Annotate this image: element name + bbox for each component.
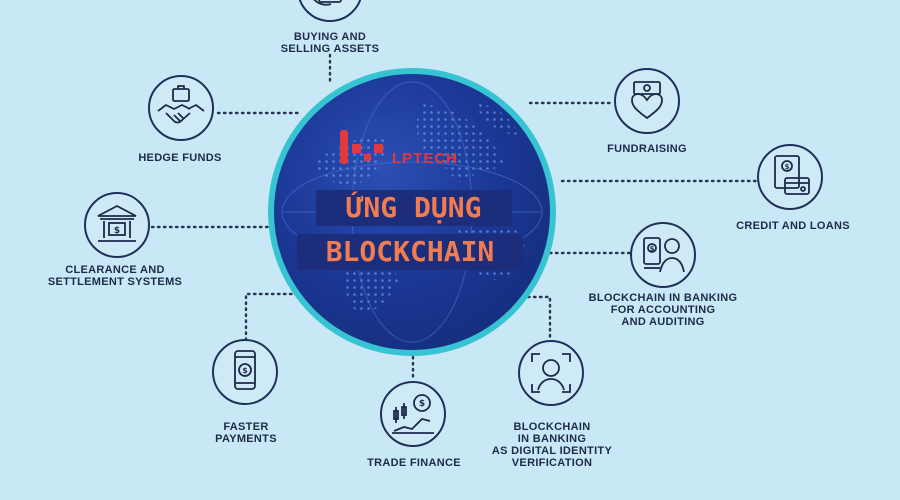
trading-chart-icon: $ [392, 394, 434, 434]
node-accounting: $ [630, 222, 696, 288]
node-buying-assets [297, 0, 363, 22]
node-trade-finance: $ [380, 381, 446, 447]
handshake-icon [157, 85, 205, 124]
bank-building-icon: $ [97, 204, 137, 242]
node-digital-identity [518, 340, 584, 406]
node-fundraising [614, 68, 680, 134]
label-digital-identity: BLOCKCHAIN IN BANKING AS DIGITAL IDENTIT… [491, 421, 613, 469]
svg-text:$: $ [785, 163, 790, 171]
label-hedge-funds: HEDGE FUNDS [138, 152, 222, 164]
face-scan-icon [531, 353, 571, 393]
svg-text:$: $ [114, 226, 120, 236]
label-trade-finance: TRADE FINANCE [367, 457, 461, 469]
label-fundraising: FUNDRAISING [607, 143, 687, 155]
lptech-logo-mark [340, 130, 383, 164]
label-faster-payments: FASTER PAYMENTS [215, 421, 277, 445]
accountant-icon: $ [643, 237, 685, 273]
title-line-1: ỨNG DỤNG [316, 190, 512, 226]
payment-document-icon [313, 0, 342, 6]
money-heart-icon [631, 81, 663, 120]
label-buying-assets: BUYING AND SELLING ASSETS [280, 31, 380, 55]
svg-text:$: $ [650, 245, 655, 253]
title-line-2: BLOCKCHAIN [297, 234, 523, 270]
credit-card-document-icon: $ [774, 155, 810, 195]
lptech-logo-text: LPTECH [392, 150, 458, 167]
mobile-payment-icon: $ [234, 350, 256, 390]
svg-text:$: $ [242, 366, 248, 375]
node-credit-loans: $ [757, 144, 823, 210]
label-clearance: CLEARANCE AND SETTLEMENT SYSTEMS [47, 264, 183, 288]
label-credit-loans: CREDIT AND LOANS [736, 220, 850, 232]
svg-text:$: $ [419, 399, 425, 409]
node-faster-payments: $ [212, 339, 278, 405]
label-accounting: BLOCKCHAIN IN BANKING FOR ACCOUNTING AND… [588, 292, 738, 328]
node-hedge-funds [148, 75, 214, 141]
node-clearance: $ [84, 192, 150, 258]
